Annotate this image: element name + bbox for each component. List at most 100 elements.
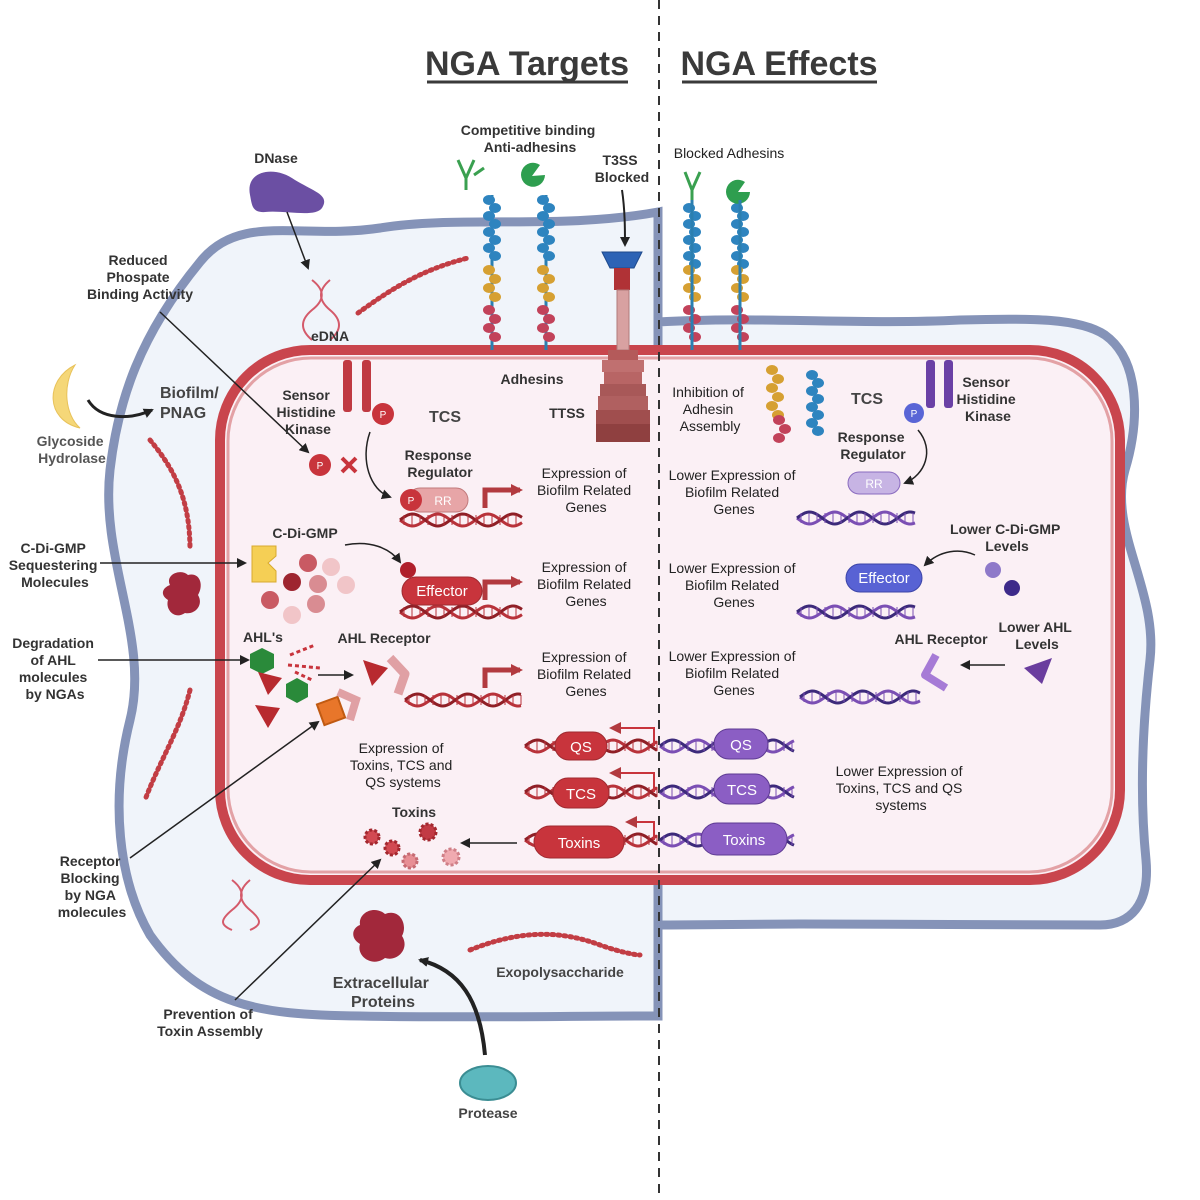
label-expression-biofilm-2: Expression of Biofilm Related Genes: [537, 559, 635, 609]
label-t3ss-blocked: T3SS Blocked: [595, 152, 649, 185]
svg-text:TCS: TCS: [566, 786, 596, 803]
dna-left-row-2: [399, 604, 523, 620]
label-lower-ahl: Lower AHL Levels: [998, 619, 1075, 652]
ahl-hexagon-2: [286, 678, 308, 703]
toxins-right-pill: [700, 822, 788, 856]
free-adhesin-bead: [772, 392, 784, 402]
blocked-pacman-icon: [726, 179, 750, 204]
exopolysaccharide-chain: [467, 931, 643, 958]
rr-right-pill: [847, 471, 901, 495]
svg-text:RR: RR: [434, 494, 452, 508]
cdigmp-right-2: [1004, 580, 1020, 596]
svg-text:Toxins: Toxins: [558, 835, 601, 852]
free-adhesin-bead: [766, 401, 778, 411]
adhesin-head-bead: [483, 195, 495, 205]
free-adhesin-bead: [812, 394, 824, 404]
toxin-particles: [363, 822, 461, 870]
label-dnase: DNase: [254, 150, 298, 166]
adhesin-anchor-bead: [543, 314, 555, 324]
protease-icon: [459, 1065, 517, 1101]
free-adhesin-bead: [773, 415, 785, 425]
svg-text:P: P: [408, 496, 415, 507]
edna-helix-icon: [302, 279, 340, 341]
tcs-left-pill: [552, 777, 610, 809]
antibody-icon: [456, 159, 485, 190]
effector-left-pill: [401, 576, 483, 606]
adhesin-head-bead: [543, 203, 555, 213]
svg-text:Effector: Effector: [858, 570, 909, 587]
label-tcs-right: TCS: [851, 391, 883, 408]
label-cdigmp: C-Di-GMP: [272, 525, 337, 541]
extracellular-protein-blob-left: [162, 572, 201, 616]
adhesin-stalk-bead: [483, 283, 495, 293]
free-adhesin-bead: [806, 402, 818, 412]
adhesin-head-bead: [489, 235, 501, 245]
label-lower-cdigmp: Lower C-Di-GMP Levels: [950, 521, 1064, 554]
adhesin-head-bead: [489, 203, 501, 213]
ttss-base: [596, 350, 650, 442]
label-sensor-kinase-left: Sensor Histidine Kinase: [276, 387, 339, 437]
svg-text:RR: RR: [865, 477, 883, 491]
dna-left-row-1: [399, 512, 523, 528]
svg-text:P: P: [317, 461, 324, 472]
sensor-kinase-left-icon: [343, 360, 371, 412]
label-ahls: AHL's: [243, 629, 283, 645]
label-lower-expression-biofilm-2: Lower Expression of Biofilm Related Gene…: [669, 560, 800, 610]
svg-text:QS: QS: [570, 739, 592, 756]
adhesin-anchor-bead: [483, 323, 495, 333]
free-adhesin-bead: [773, 433, 785, 443]
effector-right-pill: [845, 563, 923, 593]
label-toxins: Toxins: [392, 804, 436, 820]
label-inhibition-adhesin: Inhibition of Adhesin Assembly: [672, 384, 748, 434]
adhesin-head-bead: [543, 251, 555, 261]
qs-right-pill: [713, 728, 769, 760]
adhesin-head-bead: [543, 219, 555, 229]
label-exopolysaccharide: Exopolysaccharide: [496, 964, 624, 980]
ahl-fragments-icon: [287, 643, 321, 682]
adhesin-anchor-bead: [537, 323, 549, 333]
receptor-blocker-icon: [315, 695, 347, 727]
cdigmp-right-1: [985, 562, 1001, 578]
svg-text:Toxins: Toxins: [723, 832, 766, 849]
label-tcs-left: TCS: [429, 409, 461, 426]
label-cdigmp-sequester: C-Di-GMP Sequestering Molecules: [9, 540, 102, 590]
pnag-chain-left: [147, 437, 193, 553]
svg-text:Effector: Effector: [416, 583, 467, 600]
free-adhesin-bead: [812, 410, 824, 420]
svg-text:TCS: TCS: [727, 782, 757, 799]
adhesin-anchor-bead: [489, 332, 501, 342]
sensor-kinase-right-icon: [926, 360, 953, 408]
free-adhesin-bead: [806, 370, 818, 380]
qs-left-pill: [554, 731, 608, 761]
ahl-triangle-1: [258, 672, 282, 695]
svg-text:P: P: [380, 410, 387, 421]
adhesin-head-bead: [537, 195, 549, 205]
adhesin-head-bead: [489, 251, 501, 261]
cdigmp-molecules: [261, 554, 355, 624]
label-sensor-kinase-right: Sensor Histidine Kinase: [956, 374, 1019, 424]
free-adhesin-bead: [812, 426, 824, 436]
adhesin-anchor-bead: [489, 314, 501, 324]
label-ttss: TTSS: [549, 405, 585, 421]
ahl-receptor-left-triangle: [363, 660, 388, 686]
label-reduced-phosphate: Reduced Phospate Binding Activity: [87, 252, 193, 302]
extracellular-proteins-icon: [353, 909, 405, 962]
adhesin-head-bead: [483, 211, 495, 221]
label-ahl-receptor-left: AHL Receptor: [337, 630, 431, 646]
svg-text:QS: QS: [730, 737, 752, 754]
heading-nga-targets: NGA Targets: [425, 45, 629, 83]
phosphate-left-1: [372, 403, 394, 425]
adhesin-stalk-bead: [543, 274, 555, 284]
adhesin-stalk-bead: [537, 283, 549, 293]
label-response-regulator-right: Response Regulator: [838, 429, 909, 462]
adhesin-anchor-bead: [483, 305, 495, 315]
label-blocked-adhesins: Blocked Adhesins: [674, 145, 785, 161]
label-competitive-binding: Competitive binding Anti-adhesins: [461, 122, 599, 155]
label-lower-expression-biofilm-1: Lower Expression of Biofilm Related Gene…: [669, 467, 800, 517]
ahl-receptor-right-icon: [921, 653, 949, 692]
adhesin-head-bead: [483, 243, 495, 253]
ahl-triangle-2: [255, 705, 280, 728]
label-ahl-receptor-right: AHL Receptor: [894, 631, 988, 647]
phosphate-left-2: [309, 454, 331, 476]
